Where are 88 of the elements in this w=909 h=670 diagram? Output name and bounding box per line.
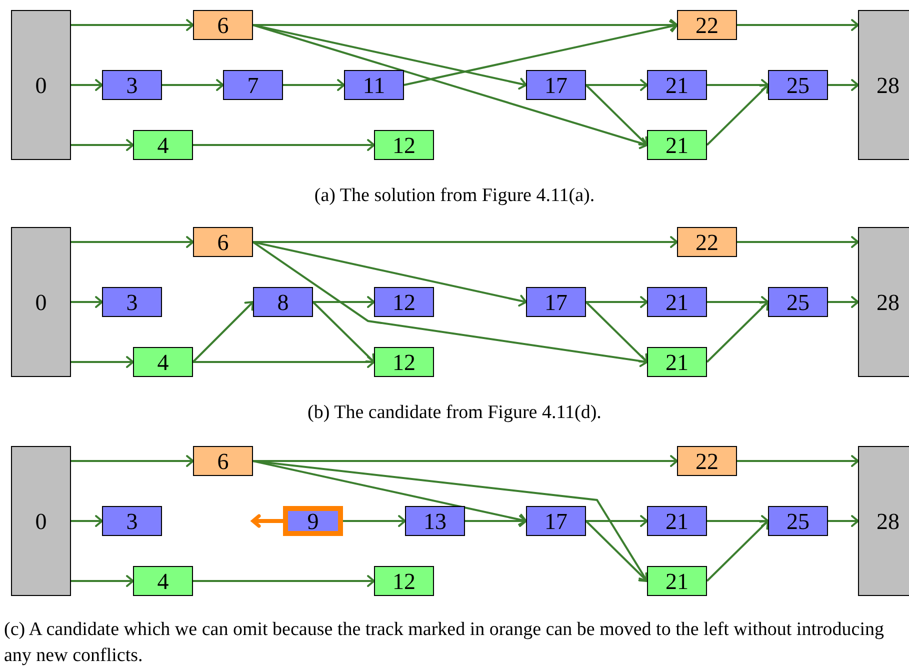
- terminal-bar: 28: [858, 10, 909, 160]
- arrow: [706, 84, 769, 146]
- arrow: [707, 515, 769, 527]
- caption: (c) A candidate which we can omit because the track marked in orange can be moved to the left without introducing any new conflicts.: [4, 618, 886, 668]
- arrow: [828, 515, 859, 527]
- arrow: [253, 455, 678, 467]
- arrow: [192, 301, 254, 363]
- caption: (a) The solution from Figure 4.11(a).: [313, 184, 596, 208]
- arrow: [707, 79, 769, 91]
- track-box: 3: [102, 70, 162, 100]
- arrow: [313, 296, 375, 308]
- track-box: 4: [133, 130, 193, 160]
- terminal-bar: 0: [11, 446, 71, 596]
- track-box: 12: [374, 566, 434, 596]
- arrow: [828, 79, 859, 91]
- arrow: [404, 20, 678, 86]
- arrow: [706, 520, 769, 582]
- arrow: [343, 515, 406, 527]
- track-box: 22: [677, 10, 737, 40]
- track-box: 17: [526, 506, 586, 536]
- track-box: 25: [768, 287, 828, 317]
- arrow: [252, 24, 527, 90]
- track-box: 21: [647, 566, 707, 596]
- arrow: [71, 19, 194, 31]
- terminal-bar: 28: [858, 227, 909, 377]
- track-box: 22: [677, 446, 737, 476]
- arrow: [585, 301, 648, 363]
- arrow: [251, 514, 283, 528]
- arrow: [586, 515, 648, 527]
- track-box: 13: [405, 506, 465, 536]
- arrow: [586, 79, 648, 91]
- arrow: [586, 296, 648, 308]
- track-box: 6: [193, 446, 253, 476]
- track-box: 6: [193, 227, 253, 257]
- arrow: [706, 301, 769, 363]
- arrow: [828, 296, 859, 308]
- track-box: 7: [223, 70, 283, 100]
- track-box: 12: [374, 287, 434, 317]
- track-box: 3: [102, 506, 162, 536]
- terminal-bar: 28: [858, 446, 909, 596]
- track-box: 21: [647, 287, 707, 317]
- arrow: [252, 241, 648, 368]
- track-box: 12: [374, 130, 434, 160]
- arrow: [71, 236, 194, 248]
- track-box: 17: [526, 287, 586, 317]
- caption: (b) The candidate from Figure 4.11(d).: [306, 401, 602, 425]
- arrow: [71, 515, 103, 527]
- track-box: 4: [133, 347, 193, 377]
- arrow: [193, 575, 375, 587]
- track-box: 25: [768, 506, 828, 536]
- track-box: 11: [344, 70, 404, 100]
- arrow: [312, 301, 375, 363]
- arrow: [585, 84, 648, 146]
- arrow: [283, 79, 345, 91]
- track-box: 3: [102, 287, 162, 317]
- arrow: [707, 296, 769, 308]
- arrow: [253, 236, 678, 248]
- track-box: 4: [133, 566, 193, 596]
- track-box: 21: [647, 506, 707, 536]
- arrow: [71, 575, 134, 587]
- track-box: 21: [647, 347, 707, 377]
- arrow: [465, 515, 527, 527]
- arrow: [193, 356, 375, 368]
- arrow: [253, 19, 678, 31]
- terminal-bar: 0: [11, 227, 71, 377]
- track-box: 22: [677, 227, 737, 257]
- track-box: 21: [647, 130, 707, 160]
- arrow: [252, 24, 648, 150]
- arrow: [585, 520, 648, 582]
- arrow: [737, 455, 859, 467]
- arrow: [252, 460, 527, 526]
- arrow: [71, 455, 194, 467]
- track-box: 6: [193, 10, 253, 40]
- arrow: [737, 19, 859, 31]
- arrow: [71, 356, 134, 368]
- arrow: [71, 139, 134, 151]
- arrow: [162, 79, 224, 91]
- arrow: [193, 139, 375, 151]
- track-box: 12: [374, 347, 434, 377]
- track-box: 25: [768, 70, 828, 100]
- track-box: 21: [647, 70, 707, 100]
- track-box: 17: [526, 70, 586, 100]
- track-box: 9: [283, 506, 343, 536]
- arrow: [737, 236, 859, 248]
- terminal-bar: 0: [11, 10, 71, 160]
- arrow: [71, 79, 103, 91]
- track-box: 8: [253, 287, 313, 317]
- arrow: [71, 296, 103, 308]
